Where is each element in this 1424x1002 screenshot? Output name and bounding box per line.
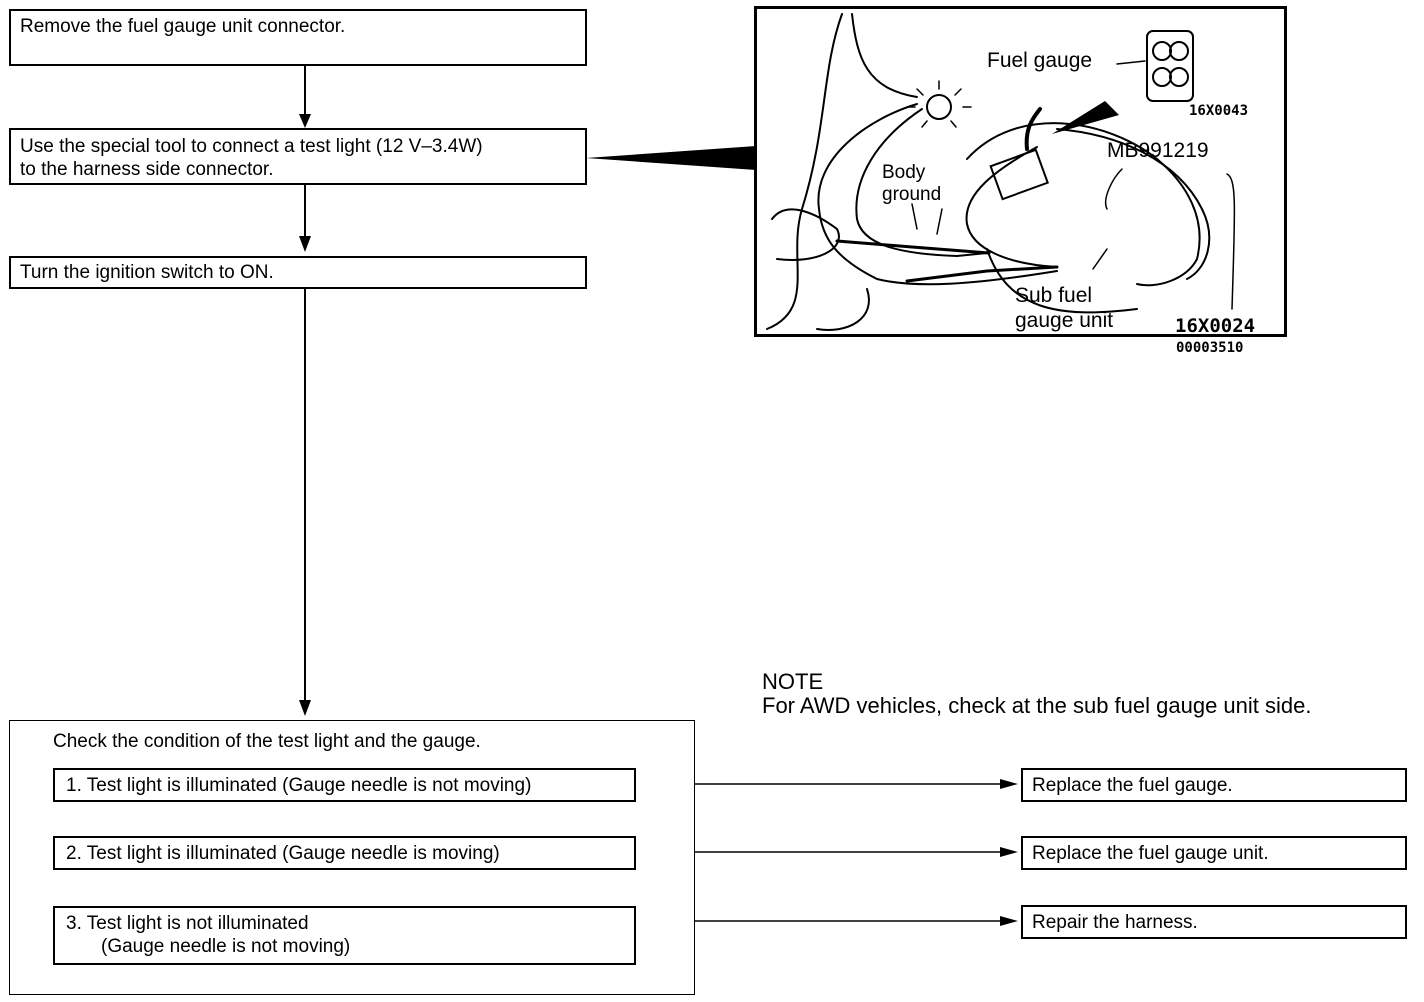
condition-3: 3. Test light is not illuminated (Gauge … xyxy=(53,906,636,965)
body-outline xyxy=(816,288,870,331)
condition-1: 1. Test light is illuminated (Gauge need… xyxy=(53,768,636,802)
arrow-head xyxy=(1000,847,1018,857)
step-connect-test-light: Use the special tool to connect a test l… xyxy=(9,128,587,185)
test-lamp xyxy=(926,94,952,120)
lamp-rays xyxy=(906,80,972,128)
result-repair-harness: Repair the harness. xyxy=(1021,905,1407,939)
result-text: Replace the fuel gauge unit. xyxy=(1032,843,1269,864)
result-text: Replace the fuel gauge. xyxy=(1032,775,1233,796)
arrow-head xyxy=(1000,779,1018,789)
arrow-head xyxy=(1000,916,1018,926)
pointer-wedge xyxy=(1052,101,1119,134)
condition-text: 1. Test light is illuminated (Gauge need… xyxy=(66,775,532,796)
wire xyxy=(855,108,958,257)
tank-outline xyxy=(986,248,1138,314)
arrow-head xyxy=(299,700,311,716)
label-code-connector: 16X0043 xyxy=(1189,103,1249,119)
leader-line xyxy=(1105,168,1123,210)
result-replace-fuel-gauge: Replace the fuel gauge. xyxy=(1021,768,1407,802)
condition-text-line2: (Gauge needle is not moving) xyxy=(101,936,351,957)
step-text-line2: to the harness side connector. xyxy=(20,159,274,180)
tank-outline xyxy=(1056,128,1211,280)
check-heading: Check the condition of the test light an… xyxy=(53,731,481,752)
test-probe xyxy=(835,239,991,255)
connector-face xyxy=(1146,30,1194,102)
label-sub-unit-1: Sub fuel xyxy=(1015,284,1093,307)
connector-wire xyxy=(1024,107,1042,151)
condition-text: 2. Test light is illuminated (Gauge need… xyxy=(66,843,500,864)
note-text: For AWD vehicles, check at the sub fuel … xyxy=(762,693,1312,718)
step-ignition-on: Turn the ignition switch to ON. xyxy=(9,256,587,289)
step-remove-connector: Remove the fuel gauge unit connector. xyxy=(9,9,587,66)
step-text: Remove the fuel gauge unit connector. xyxy=(20,16,346,37)
figure-id: 00003510 xyxy=(1176,340,1244,356)
label-sub-unit-2: gauge unit xyxy=(1015,309,1114,332)
leader-line xyxy=(1116,60,1146,65)
label-body-ground-1: Body xyxy=(882,162,926,183)
arrow-head xyxy=(299,236,311,252)
leader-line xyxy=(911,203,943,235)
step-text-line1: Use the special tool to connect a test l… xyxy=(20,136,483,157)
body-outline xyxy=(771,208,840,261)
pointer-wedge xyxy=(586,146,756,170)
wire xyxy=(965,146,1058,268)
leader-line xyxy=(1226,173,1236,310)
result-replace-fuel-gauge-unit: Replace the fuel gauge unit. xyxy=(1021,836,1407,870)
wire xyxy=(817,103,1058,286)
label-fuel-gauge: Fuel gauge xyxy=(987,49,1093,72)
fuel-gauge-drawing xyxy=(766,13,1236,331)
condition-2: 2. Test light is illuminated (Gauge need… xyxy=(53,836,636,870)
connector-body xyxy=(989,148,1049,201)
label-body-ground-2: ground xyxy=(882,184,942,205)
note-title: NOTE xyxy=(762,669,824,694)
condition-text-line1: 3. Test light is not illuminated xyxy=(66,913,309,934)
body-outline xyxy=(851,13,918,98)
illustration-frame: Fuel gauge 16X0043 MB991219 Body ground … xyxy=(754,6,1287,337)
label-code-unit: 16X0024 xyxy=(1175,315,1256,337)
result-text: Repair the harness. xyxy=(1032,912,1198,933)
arrow-head xyxy=(299,114,311,128)
tank-outline xyxy=(966,122,1201,287)
body-outline xyxy=(766,13,843,330)
leader-line xyxy=(1092,248,1108,270)
step-text: Turn the ignition switch to ON. xyxy=(20,262,274,283)
label-tool-number: MB991219 xyxy=(1107,139,1209,162)
test-probe xyxy=(905,265,1059,283)
